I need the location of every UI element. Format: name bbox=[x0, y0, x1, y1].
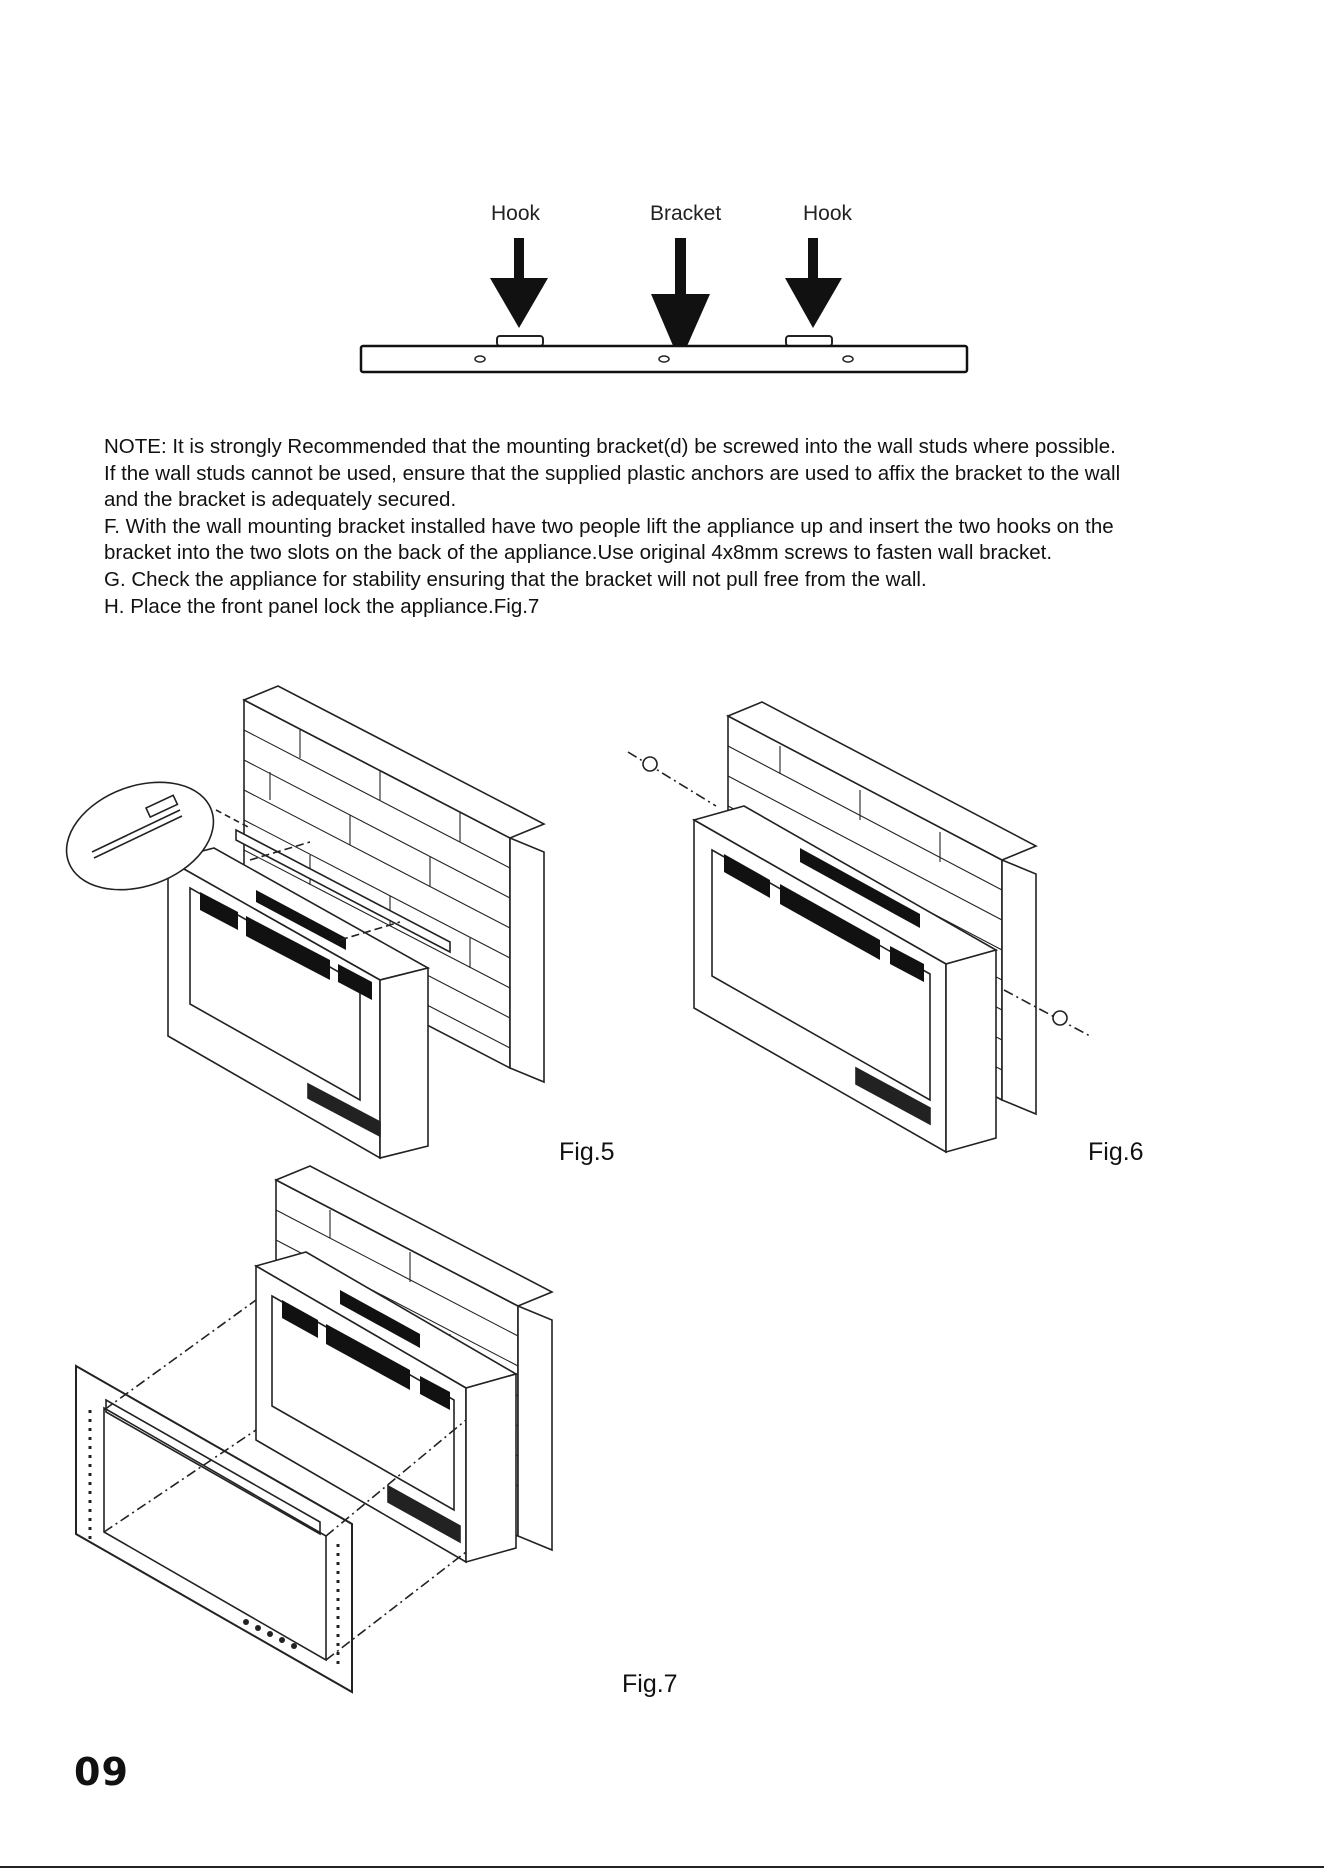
instruction-line: G. Check the appliance for stability ens… bbox=[104, 567, 927, 591]
fig6-caption: Fig.6 bbox=[1088, 1138, 1144, 1166]
fig5-caption: Fig.5 bbox=[559, 1138, 615, 1166]
instruction-line: F. With the wall mounting bracket instal… bbox=[104, 514, 1114, 538]
instructions: NOTE: It is strongly Recommended that th… bbox=[104, 434, 1244, 620]
hook-label-left: Hook bbox=[491, 202, 541, 225]
arrow-down-icon bbox=[490, 238, 548, 328]
arrow-down-icon bbox=[785, 238, 842, 328]
instruction-line: and the bracket is adequately secured. bbox=[104, 488, 457, 512]
instruction-line: bracket into the two slots on the back o… bbox=[104, 541, 1053, 565]
instruction-line: NOTE: It is strongly Recommended that th… bbox=[104, 435, 1116, 458]
instruction-line: If the wall studs cannot be used, ensure… bbox=[104, 461, 1121, 485]
page-number: 09 bbox=[74, 1750, 129, 1794]
instruction-line: H. Place the front panel lock the applia… bbox=[104, 594, 540, 618]
bottom-rule bbox=[0, 1866, 1324, 1868]
fig7-caption: Fig.7 bbox=[622, 1670, 678, 1698]
arrow-down-icon bbox=[651, 238, 710, 362]
hook-label-right: Hook bbox=[803, 202, 853, 225]
bracket-label: Bracket bbox=[650, 202, 722, 225]
bracket-drawing bbox=[359, 238, 969, 374]
